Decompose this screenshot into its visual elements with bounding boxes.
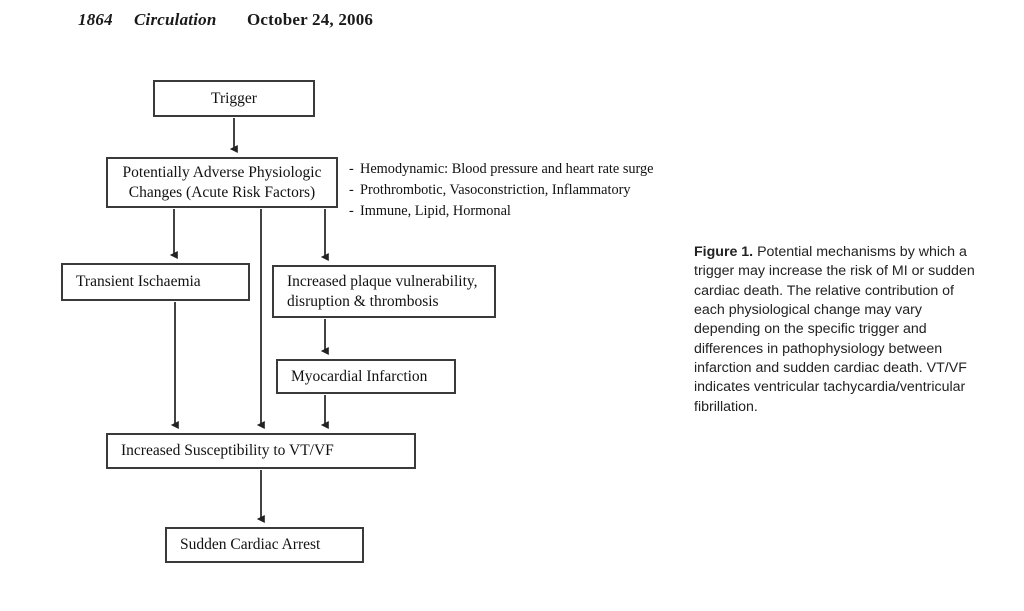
figure-caption: Figure 1. Potential mechanisms by which … bbox=[694, 243, 978, 417]
list-item: -Immune, Lipid, Hormonal bbox=[349, 201, 679, 222]
node-sudden-cardiac-arrest: Sudden Cardiac Arrest bbox=[165, 527, 364, 563]
node-sca-label: Sudden Cardiac Arrest bbox=[180, 536, 321, 554]
risk-factor-text: Immune, Lipid, Hormonal bbox=[360, 203, 511, 220]
running-head: 1864 Circulation October 24, 2006 bbox=[0, 10, 1024, 36]
node-trigger: Trigger bbox=[153, 80, 315, 117]
node-trigger-label: Trigger bbox=[211, 89, 257, 107]
acute-risk-factors-list: -Hemodynamic: Blood pressure and heart r… bbox=[349, 159, 679, 222]
node-transient-ischaemia: Transient Ischaemia bbox=[61, 263, 250, 301]
node-mi-label: Myocardial Infarction bbox=[291, 367, 428, 385]
risk-factor-text: Hemodynamic: Blood pressure and heart ra… bbox=[360, 161, 654, 177]
dash-bullet: - bbox=[349, 203, 354, 220]
flowchart: Trigger Potentially Adverse Physiologic … bbox=[61, 80, 679, 563]
node-increased-susceptibility-to-vtvf: Increased Susceptibility to VT/VF bbox=[106, 433, 416, 469]
node-potentially-adverse-physiologic-changes: Potentially Adverse Physiologic Changes … bbox=[106, 157, 338, 208]
dash-bullet: - bbox=[349, 182, 354, 199]
node-myocardial-infarction: Myocardial Infarction bbox=[276, 359, 456, 394]
list-item: -Hemodynamic: Blood pressure and heart r… bbox=[349, 159, 679, 180]
node-vtvf-label: Increased Susceptibility to VT/VF bbox=[121, 442, 334, 460]
node-plaque-label: Increased plaque vulnerability, disrupti… bbox=[287, 272, 478, 310]
node-ischaemia-label: Transient Ischaemia bbox=[76, 273, 201, 291]
issue-date: October 24, 2006 bbox=[247, 10, 374, 29]
node-physiologic-label: Potentially Adverse Physiologic Changes … bbox=[122, 163, 322, 201]
flowchart-connectors bbox=[169, 118, 329, 523]
risk-factor-text: Prothrombotic, Vasoconstriction, Inflamm… bbox=[360, 182, 631, 199]
page-number: 1864 bbox=[78, 10, 113, 29]
list-item: -Prothrombotic, Vasoconstriction, Inflam… bbox=[349, 180, 679, 201]
figure-caption-label: Figure 1. bbox=[694, 244, 754, 260]
dash-bullet: - bbox=[349, 161, 354, 177]
node-increased-plaque-vulnerability: Increased plaque vulnerability, disrupti… bbox=[272, 265, 496, 318]
figure-caption-text: Potential mechanisms by which a trigger … bbox=[694, 244, 975, 415]
journal-name: Circulation bbox=[134, 10, 217, 29]
